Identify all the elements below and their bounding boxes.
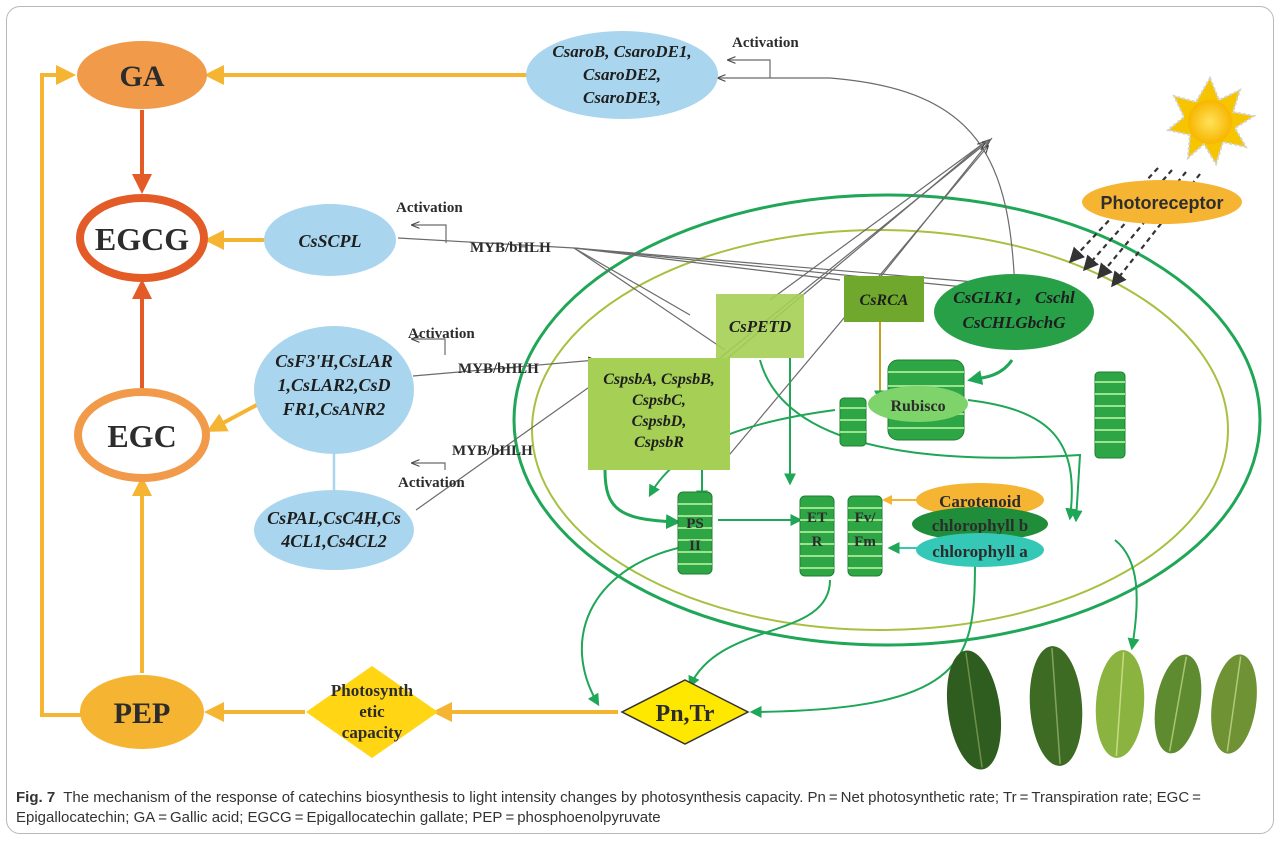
carotenoid-node: Carotenoid [916,483,1044,517]
etr-line-1: ET [807,510,827,526]
myb-bhlh-label-1: MYB/bHLH [470,240,551,256]
myb-bhlh-label-3: MYB/bHLH [452,443,533,459]
figure-caption: Fig. 7 The mechanism of the response of … [16,788,1266,828]
pn-tr-label: Pn,Tr [656,701,715,727]
cspal-line-1: CsPAL,CsC4H,Cs [267,508,401,528]
rubisco-node: Rubisco [868,386,968,422]
csaro-gene-node: CsaroB, CsaroDE1, CsaroDE2, CsaroDE3, [526,31,718,119]
csglk-gene-node: CsGLK1， Cschl CsCHLGbchG [934,274,1094,350]
fvfm-node: Fv/ Fm [854,510,876,550]
activation-label-csscpl: Activation [396,200,463,216]
csf3h-line-2: 1,CsLAR2,CsD [277,375,390,395]
cspetd-gene-node: CsPETD [716,294,804,358]
csf3h-gene-node: CsF3'H,CsLAR 1,CsLAR2,CsD FR1,CsANR2 [254,326,414,454]
chlorophyll-a-node: chlorophyll a [916,533,1044,567]
tea-leaves [946,646,1257,770]
csaro-line-1: CsaroB, CsaroDE1, [552,42,691,61]
egcg-label: EGCG [95,221,189,257]
figure-frame [6,6,1274,834]
csf3h-line-1: CsF3'H,CsLAR [275,351,393,371]
ga-label: GA [120,60,165,93]
caption-text: The mechanism of the response of catechi… [16,789,1204,826]
chlorophyll-a-label: chlorophyll a [932,542,1028,561]
cspsb-line-4: CspsbR [634,434,684,451]
activation-label-csf3h: Activation [408,326,475,342]
cspsb-gene-node: CspsbA, CspsbB, CspsbC, CspsbD, CspsbR [588,358,730,470]
etr-node: ET R [807,510,827,550]
cspsb-line-1: CspsbA, CspsbB, [603,371,715,388]
activation-label-cspal: Activation [398,475,465,491]
activation-label-csaro: Activation [732,35,799,51]
csscpl-gene-node: CsSCPL [264,204,396,276]
cspetd-label: CsPETD [729,317,791,336]
etr-line-2: R [812,534,823,550]
csaro-line-2: CsaroDE2, [583,65,661,84]
pep-label: PEP [114,697,171,730]
ps2-line-1: PS [686,516,704,532]
photosynthetic-capacity-line-1: Photosynth [331,681,414,700]
figure-label: Fig. 7 [16,789,56,806]
egc-label: EGC [107,418,176,454]
egcg-node: EGCG [76,194,208,282]
photoreceptor-label: Photoreceptor [1100,193,1223,213]
photosynthetic-capacity-line-3: capacity [342,723,403,742]
csglk-line-1: CsGLK1， Cschl [953,288,1075,307]
csrca-gene-node: CsRCA [844,276,924,322]
rubisco-label: Rubisco [890,398,945,415]
csaro-line-3: CsaroDE3, [583,88,661,107]
cspal-gene-node: CsPAL,CsC4H,Cs 4CL1,Cs4CL2 [254,490,414,570]
photosynthetic-capacity-line-2: etic [359,702,385,721]
ps2-node: PS II [686,516,704,554]
csrca-label: CsRCA [860,292,909,309]
pathway-diagram: GA EGCG EGC PEP Photosynth etic capacity… [40,31,1262,770]
orange-pathway [40,65,618,722]
chlorophyll-b-node: chlorophyll b [912,507,1048,541]
carotenoid-label: Carotenoid [939,492,1021,511]
fvfm-line-2: Fm [854,534,876,550]
csscpl-label: CsSCPL [298,231,361,251]
egc-node: EGC [74,388,210,482]
cspsb-line-2: CspsbC, [632,392,686,409]
csglk-line-2: CsCHLGbchG [963,313,1067,332]
photosynthesis-arrows [580,320,1140,718]
cspsb-line-3: CspsbD, [632,413,687,430]
cspal-line-2: 4CL1,Cs4CL2 [280,531,387,551]
chlorophyll-b-label: chlorophyll b [932,516,1029,535]
pep-node: PEP [80,675,204,749]
photoreceptor-node: Photoreceptor [1082,180,1242,224]
photosynthetic-capacity-node: Photosynth etic capacity [306,666,438,758]
csf3h-line-3: FR1,CsANR2 [282,399,386,419]
fvfm-line-1: Fv/ [855,510,877,526]
ps2-line-2: II [689,538,701,554]
myb-bhlh-label-2: MYB/bHLH [458,361,539,377]
sun-icon [1165,75,1257,167]
pn-tr-node: Pn,Tr [620,679,750,745]
ga-node: GA [77,41,207,109]
